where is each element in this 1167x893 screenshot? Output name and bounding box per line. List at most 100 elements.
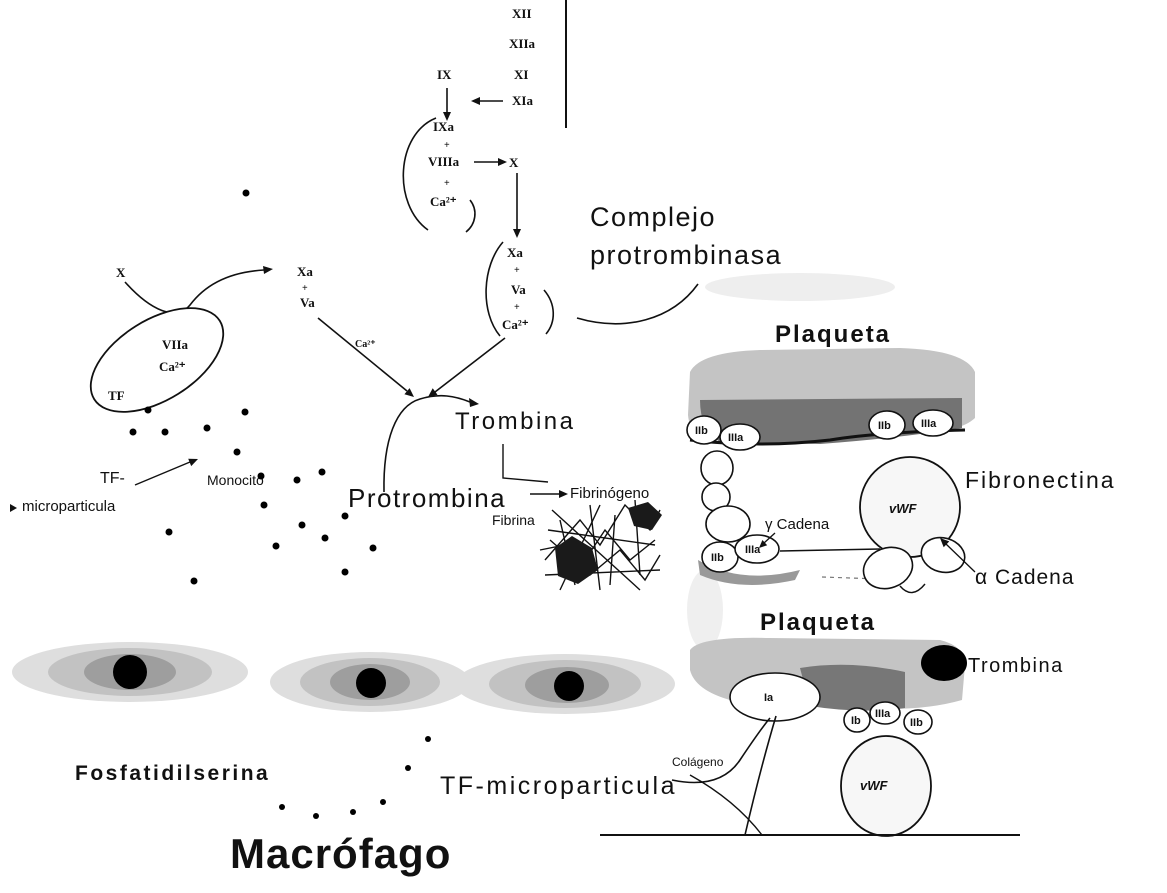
tenase-bracket-right xyxy=(466,200,475,232)
microparticle-label: microparticula xyxy=(22,498,116,515)
microparticle-dot xyxy=(279,804,285,810)
arrowhead xyxy=(263,266,273,274)
microparticle-dot xyxy=(342,513,349,520)
cell-nucleus xyxy=(554,671,584,701)
platelet-bottom-label: Plaqueta xyxy=(760,609,876,636)
calcium-intrinsic: Ca²⁺ xyxy=(430,194,457,209)
microparticle-dot xyxy=(342,569,349,576)
factor-va-left: Va xyxy=(300,295,315,310)
receptor-label: IIIa xyxy=(728,432,744,444)
fibronectin-strand xyxy=(900,584,925,593)
macrophage-label: Macrófago xyxy=(230,830,451,877)
factor-va-right: Va xyxy=(511,282,526,297)
phosphatidylserine-label: Fosfatidilserina xyxy=(75,762,270,785)
calcium-complex: Ca²⁺ xyxy=(159,359,186,374)
microparticle-dot xyxy=(162,429,169,436)
thrombin-to-fibrinogen-connector xyxy=(503,444,548,482)
prothrombin-label: Protrombina xyxy=(348,483,506,513)
tenase-bracket-left xyxy=(403,118,436,230)
arrow-tf-to-monocyte xyxy=(135,462,190,485)
bound-thrombin xyxy=(921,645,967,681)
microparticle-dot xyxy=(299,522,306,529)
collagen-fiber xyxy=(672,718,770,783)
microparticle-dot xyxy=(380,799,386,805)
receptor-label: IIb xyxy=(711,552,724,564)
microparticle-dot xyxy=(166,529,173,536)
vwf-bottom-label: vWF xyxy=(860,778,889,793)
factor-xii: XII xyxy=(512,6,532,21)
factor-x-extrinsic: X xyxy=(116,265,126,280)
microparticle-dot xyxy=(191,578,198,585)
microparticle-dot xyxy=(204,425,211,432)
tf-label: TF- xyxy=(100,470,125,487)
factor-ix: IX xyxy=(437,67,452,82)
plus-sign: + xyxy=(514,265,520,276)
microparticle-dot xyxy=(145,407,152,414)
receptor-label: IIb xyxy=(878,420,891,432)
tf-microparticle-label: TF-microparticula xyxy=(440,772,677,800)
arrowhead xyxy=(559,490,568,498)
arrow-x-to-xa-extrinsic xyxy=(125,270,264,313)
arrowhead xyxy=(513,229,521,238)
alpha-chain-label: α Cadena xyxy=(975,566,1075,589)
factor-xi: XI xyxy=(514,67,528,82)
microparticle-dot xyxy=(234,449,241,456)
plus-sign: + xyxy=(302,283,308,294)
fibrinogen-domain xyxy=(706,506,750,542)
prothrombinase-bracket-right xyxy=(544,290,553,334)
microparticle-dot xyxy=(258,473,265,480)
collagen-fiber xyxy=(745,716,776,835)
microparticle-dot xyxy=(273,543,280,550)
pointer-triangle xyxy=(10,504,17,512)
arrowhead xyxy=(469,398,479,407)
plus-sign: + xyxy=(444,178,450,189)
calcium-right: Ca²⁺ xyxy=(502,317,529,332)
fibrin-clot xyxy=(555,536,598,584)
prothrombinase-label-line1: Complejo xyxy=(590,202,716,232)
cell-1 xyxy=(12,642,248,702)
arrow-right-complex-to-prothrombin xyxy=(435,338,505,392)
collagen-fiber xyxy=(690,775,762,835)
calcium-left: Ca²⁺ xyxy=(355,339,376,350)
microparticle-dot xyxy=(319,469,326,476)
factor-xa-left: Xa xyxy=(297,264,313,279)
bound-thrombin-label: Trombina xyxy=(968,655,1064,677)
factor-x-intrinsic: X xyxy=(509,155,519,170)
plus-sign: + xyxy=(444,140,450,151)
receptor-label: Ia xyxy=(764,692,774,704)
factor-viiia: VIIIa xyxy=(428,154,460,169)
microparticle-dot xyxy=(405,765,411,771)
cell-3 xyxy=(455,654,675,714)
microparticle-dot xyxy=(322,535,329,542)
microparticle-dot xyxy=(243,190,250,197)
receptor-label: IIIa xyxy=(745,544,761,556)
microparticle-dot xyxy=(294,477,301,484)
receptor-label: IIb xyxy=(910,717,923,729)
microparticle-dot xyxy=(130,429,137,436)
gamma-chain-label: γ Cadena xyxy=(765,516,830,533)
cell-nucleus xyxy=(356,668,386,698)
microparticle-dot xyxy=(242,409,249,416)
prothrombinase-bracket-left xyxy=(486,242,503,336)
factor-xa-right: Xa xyxy=(507,245,523,260)
receptor-label: IIb xyxy=(695,425,708,437)
factor-xia: XIa xyxy=(512,93,533,108)
factor-ixa: IXa xyxy=(433,119,454,134)
microparticle-dot xyxy=(261,502,268,509)
background-cloud xyxy=(705,273,895,301)
fibrinogen-domain xyxy=(701,451,733,485)
thrombin-label: Trombina xyxy=(455,408,575,435)
factor-xiia: XIIa xyxy=(509,36,536,51)
microparticle-dot xyxy=(425,736,431,742)
microparticle-dot xyxy=(350,809,356,815)
cell-2 xyxy=(270,652,470,712)
receptor-label: IIIa xyxy=(875,708,891,720)
arrow-va-to-prothrombin xyxy=(318,318,407,391)
plus-sign: + xyxy=(514,302,520,313)
receptor-ia xyxy=(730,673,820,721)
fibrinogen-link-line xyxy=(780,549,880,551)
receptor-label: IIIa xyxy=(921,418,937,430)
vwf-top-label: vWF xyxy=(889,501,918,516)
cell-nucleus xyxy=(113,655,147,689)
